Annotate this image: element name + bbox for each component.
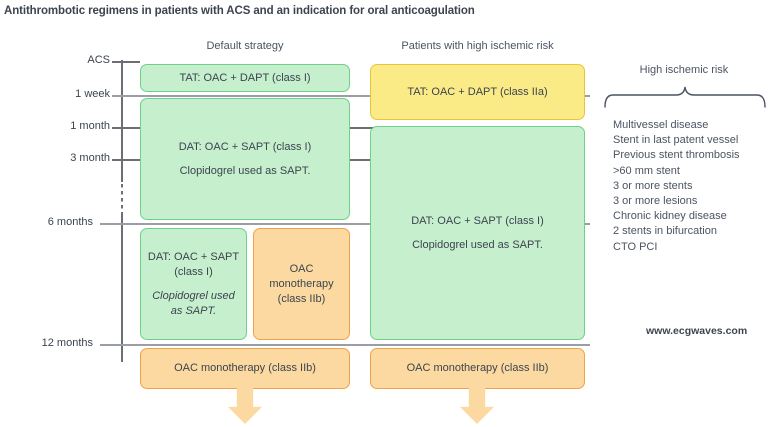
tick-label-3-month: 3 month	[70, 152, 110, 164]
default-oac-monotherapy-mid-box[interactable]: OAC monotherapy (class IIb)	[253, 228, 350, 340]
tick-label-1-week: 1 week	[75, 88, 110, 100]
highrisk-tat-box[interactable]: TAT: OAC + DAPT (class IIa)	[370, 64, 585, 120]
list-item: Chronic kidney disease	[613, 210, 727, 223]
site-watermark: www.ecgwaves.com	[646, 325, 748, 337]
list-item: Previous stent thrombosis	[613, 149, 740, 162]
timeline-axis-upper	[121, 60, 123, 182]
tick-line-3-month-right	[345, 159, 377, 161]
list-item: Multivessel disease	[613, 119, 709, 131]
default-oac-monotherapy-bottom-box[interactable]: OAC monotherapy (class IIb)	[140, 348, 350, 389]
curly-brace-icon	[604, 86, 766, 108]
grid-line-1-week	[112, 95, 590, 97]
highrisk-tat-label: TAT: OAC + DAPT (class IIa)	[407, 85, 548, 98]
default-dat-note: Clopidogrel used as SAPT.	[179, 164, 311, 177]
column-header-default-strategy: Default strategy	[206, 40, 284, 52]
page-title: Antithrombotic regimens in patients with…	[4, 5, 475, 17]
default-dat-late-note: Clopidogrel used as SAPT.	[152, 289, 235, 317]
risk-panel-title: High ischemic risk	[639, 64, 729, 76]
highrisk-dat-title: DAT: OAC + SAPT (class I)	[411, 214, 544, 227]
list-item: Stent in last patent vessel	[613, 134, 739, 147]
list-item: 3 or more lesions	[613, 195, 698, 208]
default-oac-monotherapy-mid-label: OAC monotherapy (class IIb)	[269, 262, 334, 305]
default-dat-late-title: DAT: OAC + SAPT (class I)	[147, 250, 240, 278]
grid-line-12-months	[100, 344, 590, 346]
default-dat-late-box[interactable]: DAT: OAC + SAPT (class I) Clopidogrel us…	[140, 228, 247, 340]
tick-line-1-month-right	[345, 127, 377, 129]
highrisk-continue-arrow-icon	[460, 386, 494, 424]
tick-line-acs	[112, 61, 140, 63]
tick-label-acs: ACS	[87, 54, 110, 66]
default-dat-title: DAT: OAC + SAPT (class I)	[178, 140, 312, 153]
highrisk-dat-note: Clopidogrel used as SAPT.	[412, 238, 543, 251]
list-item: 3 or more stents	[613, 179, 693, 192]
default-tat-box[interactable]: TAT: OAC + DAPT (class I)	[140, 64, 350, 92]
highrisk-dat-box[interactable]: DAT: OAC + SAPT (class I) Clopidogrel us…	[370, 126, 585, 340]
list-item: 2 stents in bifurcation	[613, 225, 717, 238]
column-header-high-ischemic-risk: Patients with high ischemic risk	[401, 40, 554, 52]
list-item: >60 mm stent	[613, 164, 680, 177]
grid-line-6-months	[100, 223, 590, 225]
timeline-axis-break-dots	[121, 184, 123, 210]
default-continue-arrow-icon	[228, 386, 262, 424]
tick-label-1-month: 1 month	[70, 120, 110, 132]
highrisk-oac-monotherapy-bottom-label: OAC monotherapy (class IIb)	[406, 362, 549, 374]
risk-factor-list: Multivessel disease Stent in last patent…	[613, 118, 740, 255]
default-tat-label: TAT: OAC + DAPT (class I)	[179, 71, 311, 84]
highrisk-oac-monotherapy-bottom-box[interactable]: OAC monotherapy (class IIb)	[370, 348, 585, 389]
default-oac-monotherapy-bottom-label: OAC monotherapy (class IIb)	[174, 362, 316, 374]
default-dat-box[interactable]: DAT: OAC + SAPT (class I) Clopidogrel us…	[140, 98, 350, 220]
list-item: CTO PCI	[613, 240, 658, 253]
tick-label-12-months: 12 months	[41, 337, 93, 349]
tick-label-6-months: 6 months	[47, 216, 93, 228]
timeline-axis-lower	[121, 212, 123, 362]
